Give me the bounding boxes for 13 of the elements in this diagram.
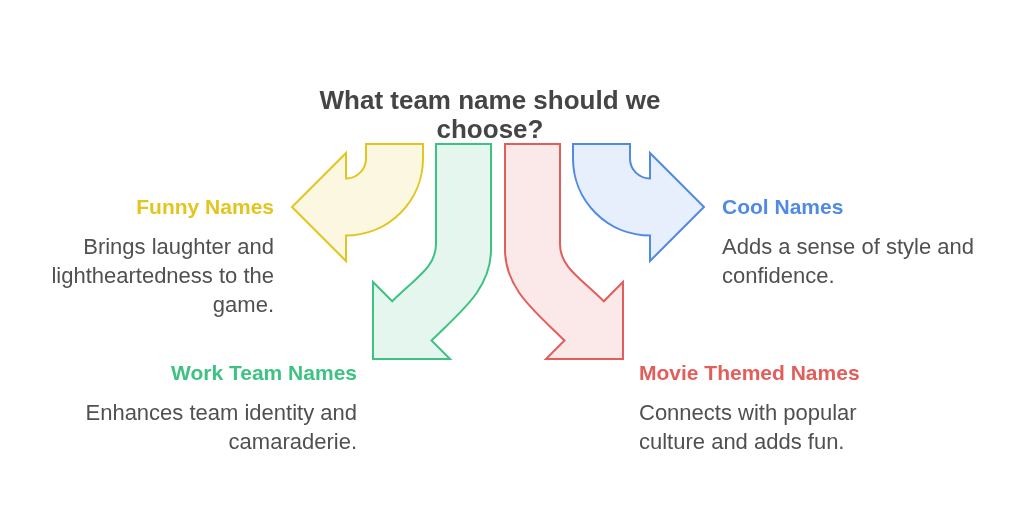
curved-arrow <box>572 143 705 262</box>
option-description: Adds a sense of style and confidence. <box>722 233 975 290</box>
curved-arrow <box>372 143 492 360</box>
option-description: Brings laughter and lightheartedness to the game. <box>50 233 274 319</box>
option-description: Enhances team identity and camaraderie. <box>84 399 357 456</box>
curved-arrow <box>291 143 424 262</box>
option-heading: Cool Names <box>722 194 845 220</box>
option-heading: Work Team Names <box>170 360 357 386</box>
option-heading: Movie Themed Names <box>639 360 861 386</box>
question-title: What team name should we choose? <box>300 86 680 144</box>
option-description: Connects with popular culture and adds fun. <box>639 399 858 456</box>
option-heading: Funny Names <box>135 194 274 220</box>
curved-arrow <box>504 143 624 360</box>
